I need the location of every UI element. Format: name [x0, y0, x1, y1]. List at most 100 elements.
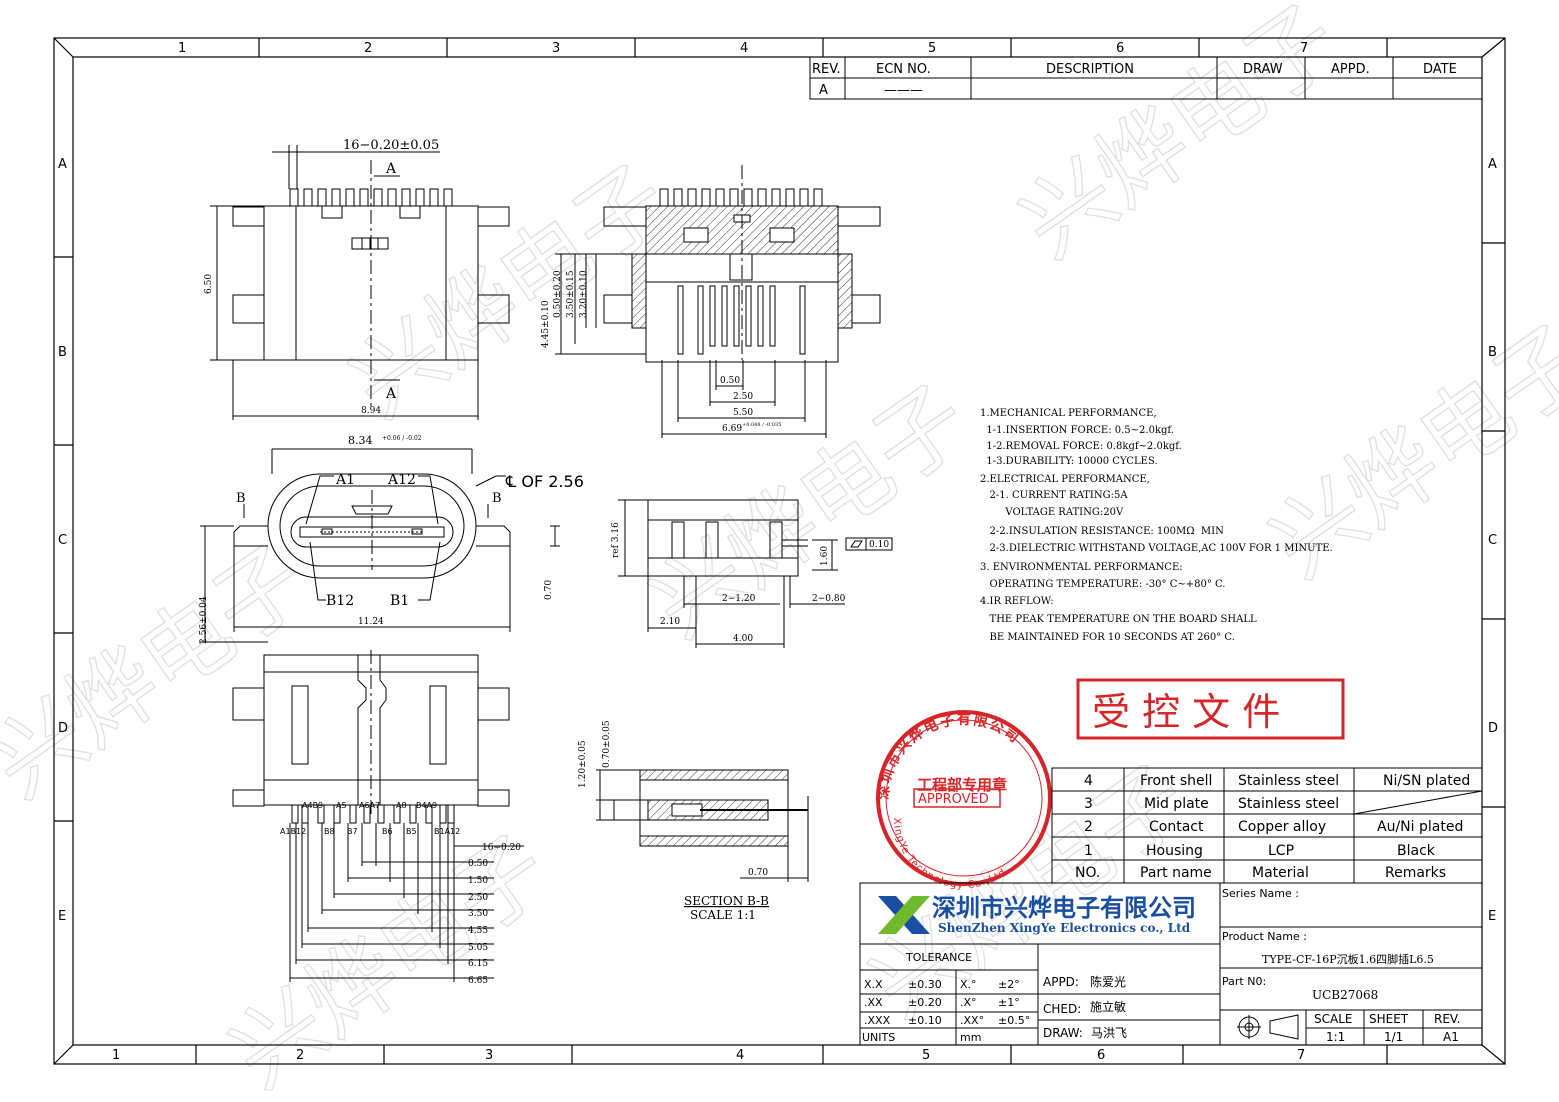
company-logo: [878, 896, 930, 934]
date-header: DATE: [1423, 62, 1457, 77]
appd-value: 陈爱光: [1090, 974, 1126, 989]
dim-2-50: 2.50: [733, 392, 753, 402]
product-value: TYPE-CF-16P沉板1.6四脚插L6.5: [1262, 952, 1434, 966]
part-label: Part N0:: [1222, 975, 1266, 988]
row-label: A: [1488, 157, 1497, 172]
dim-0-50: 0.50±0.20: [553, 270, 563, 318]
row-label: D: [58, 721, 68, 736]
product-label: Product Name :: [1222, 930, 1307, 943]
section-title: SECTION B-B: [684, 894, 769, 908]
tol-cell: ±0.10: [908, 1014, 942, 1027]
pin-width-dim: 16−0.20±0.05: [343, 138, 439, 153]
controlled-stamp: 受 控 文 件: [1076, 678, 1345, 740]
dim-2-1-20: 2−1.20: [722, 594, 756, 604]
bottom-view: [232, 650, 524, 982]
bom-part: Housing: [1146, 843, 1203, 859]
front-view-labels: 8.34 +0.06 / -0.02 A1 A12 B12 B1 ℄ OF 2.…: [199, 434, 584, 644]
contacts: [677, 285, 806, 355]
title-block: 深圳市兴烨电子有限公司 ShenZhen XingYe Electronics …: [859, 882, 1483, 1046]
section-a-view: [555, 165, 881, 438]
pitch-dim: 1.50: [468, 876, 488, 886]
company-name-cn: 深圳市兴烨电子有限公司: [932, 894, 1196, 922]
scale-label: SCALE: [1314, 1012, 1352, 1026]
ecn-header: ECN NO.: [876, 62, 931, 77]
dim-4-00: 4.00: [733, 634, 753, 644]
ched-value: 施立敏: [1090, 999, 1126, 1014]
tolerance-title: TOLERANCE: [905, 951, 972, 964]
col-label: 2: [364, 41, 372, 56]
tol-cell: .XXX: [864, 1014, 891, 1027]
flat-height-dim: 1.60: [820, 546, 830, 566]
bom-no: 4: [1084, 773, 1093, 789]
pin-label: A4B9: [302, 801, 323, 810]
note-line: 2-1. CURRENT RATING:5A: [980, 490, 1128, 501]
dim-2-0-80: 2−0.80: [812, 594, 846, 604]
bom-no: 3: [1084, 796, 1093, 812]
tol-cell: .XX: [864, 996, 883, 1009]
bom-header: NO.: [1075, 865, 1100, 881]
bom-remarks: Black: [1397, 843, 1436, 859]
tol-cell: ±0.30: [908, 978, 942, 991]
dim-5-50: 5.50: [733, 408, 753, 418]
col-label: 3: [485, 1048, 493, 1063]
bom-material: Stainless steel: [1238, 773, 1339, 789]
width-bottom-dim: 11.24: [358, 617, 384, 627]
section-b-labels: 1.20±0.05 0.70±0.05 0.70 SECTION B-B SCA…: [578, 720, 769, 922]
note-line: 2-2.INSULATION RESISTANCE: 100MΩ MIN: [980, 526, 1224, 537]
note-line: THE PEAK TEMPERATURE ON THE BOARD SHALL: [980, 614, 1257, 625]
col-label: 7: [1300, 41, 1308, 56]
row-label: E: [58, 909, 66, 924]
tol-cell: ±0.20: [908, 996, 942, 1009]
col-label: 2: [296, 1048, 304, 1063]
pitch-dim: 4.55: [468, 926, 488, 936]
draw-label: DRAW:: [1043, 1026, 1083, 1040]
pitch-dim: 6.15: [468, 959, 488, 969]
controlled-stamp-text: 受 控 文 件: [1092, 690, 1280, 734]
note-line: 1-3.DURABILITY: 10000 CYCLES.: [980, 456, 1158, 467]
top-view: [210, 145, 510, 420]
tol-cell: ±1°: [998, 996, 1020, 1009]
tol-cell: .XX°: [960, 1014, 984, 1027]
centerline-label: ℄ OF 2.56: [505, 472, 584, 491]
ched-label: CHED:: [1043, 1002, 1081, 1016]
note-line: 3. ENVIRONMENTAL PERFORMANCE:: [980, 562, 1183, 573]
bom-part: Mid plate: [1144, 796, 1209, 812]
revision-table: REV. ECN NO. DESCRIPTION DRAW APPD. DATE…: [809, 56, 1483, 100]
section-a-labels: 4.45±0.10 0.50±0.20 3.50±0.15 3.20±0.10 …: [541, 270, 781, 434]
watermark: 兴烨电子: [1252, 306, 1559, 598]
part-value: UCB27068: [1312, 988, 1378, 1002]
section-mark-b: B: [236, 491, 246, 506]
pin-label: B1A12: [434, 827, 460, 836]
company-name-en: ShenZhen XingYe Electronics co., Ltd: [938, 921, 1191, 935]
sheet-value: 1/1: [1384, 1030, 1403, 1044]
note-line: 2.ELECTRICAL PERFORMANCE,: [980, 474, 1150, 485]
dim-4-45: 4.45±0.10: [541, 300, 551, 348]
pin-label: B7: [347, 827, 358, 836]
bom-remarks: Ni/SN plated: [1383, 773, 1470, 789]
pin-label-a12: A12: [387, 472, 416, 488]
dim-0-70-h: 0.70: [748, 868, 768, 878]
pin-label: B5: [406, 827, 417, 836]
note-line: BE MAINTAINED FOR 10 SECONDS AT 260° C.: [980, 632, 1235, 643]
height-dim: 6.50: [204, 274, 214, 294]
dim-3-20: 3.20±0.10: [579, 270, 589, 318]
col-label: 5: [922, 1048, 930, 1063]
height-dim: 2.56±0.04: [199, 596, 209, 644]
tol-cell: X.X: [864, 978, 883, 991]
appd-header: APPD.: [1331, 62, 1370, 77]
sheet-frame: [53, 37, 1506, 1065]
pitch-dim: 3.50: [468, 909, 488, 919]
bom-part: Contact: [1149, 819, 1204, 835]
draw-header: DRAW: [1243, 62, 1283, 77]
pin-label: A8: [396, 801, 407, 810]
pin-label: A6A7: [359, 801, 380, 810]
section-b-view: [596, 769, 809, 882]
row-label: A: [58, 157, 67, 172]
bom-no: 2: [1084, 819, 1093, 835]
section-scale: SCALE 1:1: [690, 908, 756, 922]
pin-label-b1: B1: [390, 593, 409, 609]
width-top-dim: 8.34: [348, 434, 373, 447]
bom-header: Material: [1252, 865, 1309, 881]
note-line: 1-2.REMOVAL FORCE: 0.8kgf~2.0kgf.: [980, 441, 1182, 452]
